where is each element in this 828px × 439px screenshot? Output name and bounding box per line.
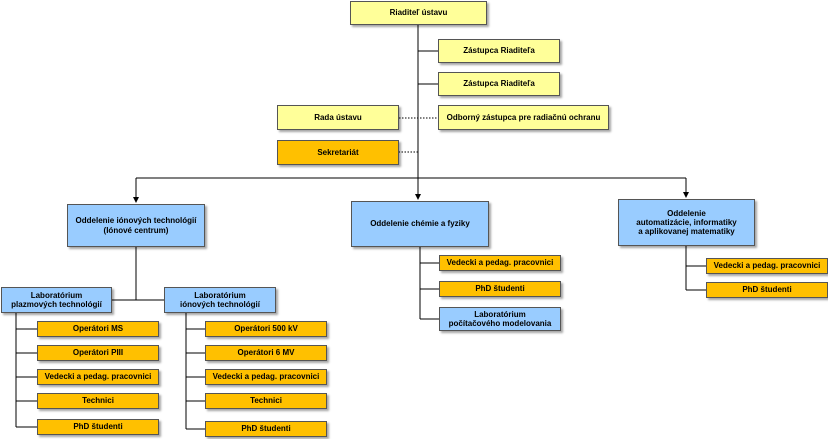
chem-unit-box: PhD študenti (439, 281, 561, 297)
ion-unit-box: Operátori 500 kV (205, 321, 327, 337)
lab-ion-box: Laboratórium iónových technológií (164, 287, 276, 313)
council-box: Rada ústavu (277, 105, 399, 130)
deputy-box-2: Zástupca Riaditeľa (438, 72, 560, 96)
dept-chem-box: Oddelenie chémie a fyziky (351, 201, 489, 247)
deputy-box-1: Zástupca Riaditeľa (438, 39, 560, 63)
chem-unit-box: Vedecki a pedag. pracovnici (439, 255, 561, 271)
ion-unit-box: Technici (205, 393, 327, 409)
plasma-unit-box: Operátori MS (37, 321, 159, 337)
dept-ion-box: Oddelenie iónových technológií (Iónové c… (67, 204, 205, 247)
auto-unit-box: Vedecki a pedag. pracovnici (706, 258, 828, 274)
plasma-unit-box: Operátori PIII (37, 345, 159, 361)
chem-lab-box: Laboratórium počítačového modelovania (439, 307, 561, 331)
director-box: Riaditeľ ústavu (350, 1, 487, 25)
radiation-deputy-box: Odborný zástupca pre radiačnú ochranu (438, 105, 609, 130)
plasma-unit-box: Vedecki a pedag. pracovnici (37, 369, 159, 385)
auto-unit-box: PhD študenti (706, 282, 828, 298)
ion-unit-box: PhD študenti (205, 421, 327, 437)
ion-unit-box: Vedecki a pedag. pracovnici (205, 369, 327, 385)
secretariat-box: Sekretariát (277, 140, 399, 165)
lab-plasma-box: Laboratórium plazmových technológií (1, 287, 112, 313)
ion-unit-box: Operátori 6 MV (205, 345, 327, 361)
plasma-unit-box: PhD študenti (37, 419, 159, 435)
plasma-unit-box: Technici (37, 393, 159, 409)
dept-auto-box: Oddelenie automatizácie, informatiky a a… (618, 199, 755, 246)
